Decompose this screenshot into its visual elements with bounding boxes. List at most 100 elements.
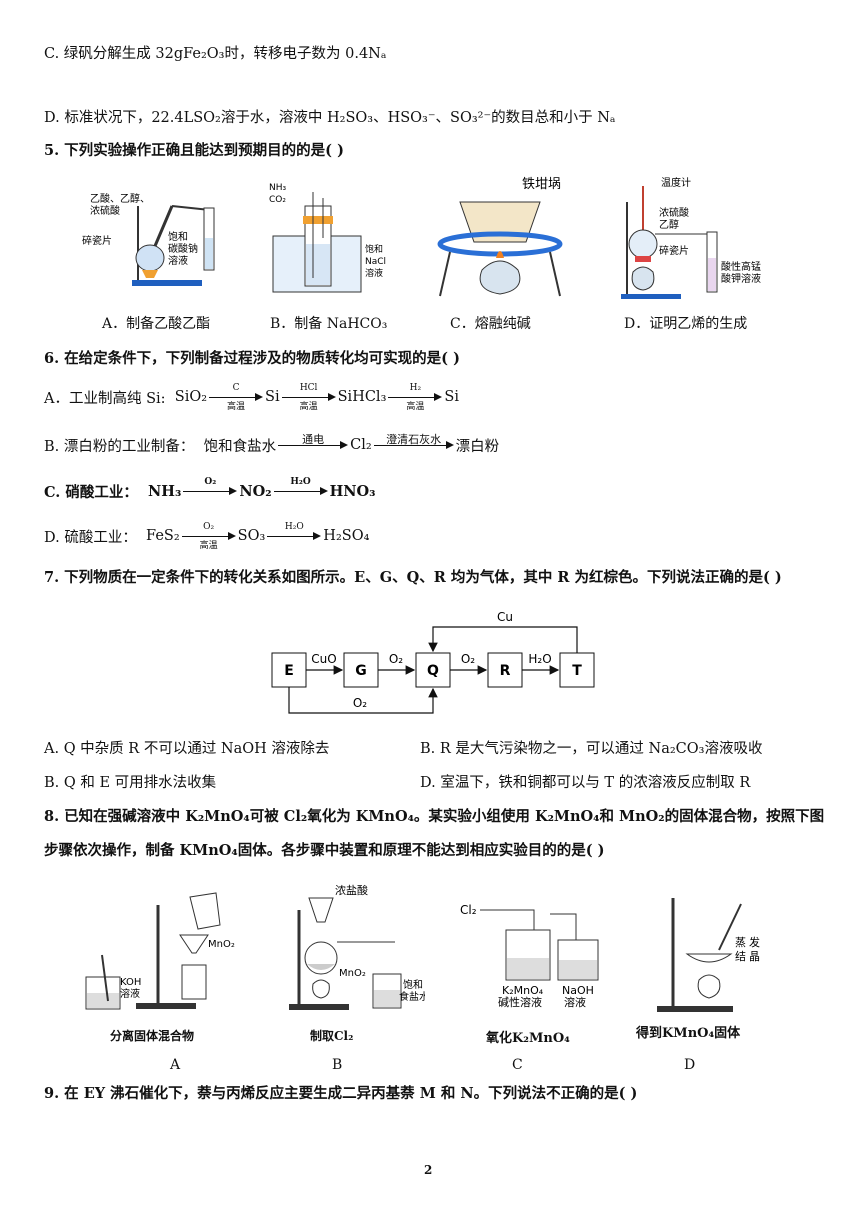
q6b-s1: 饱和食盐水 [203,438,277,455]
question-6: 6. 在给定条件下，下列制备过程涉及的物质转化均可实现的是( ) [44,350,460,367]
page-number: 2 [424,1163,433,1177]
q6c-s1: NH₃ [148,482,182,500]
label-conc-hcl: 浓盐酸 [335,883,368,897]
question-8-line-2: 步骤依次操作，制备 KMnO₄固体。各步骤中装置和原理不能达到相应实验目的的是(… [44,842,605,859]
svg-text:O₂: O₂ [461,652,475,666]
label-acidic-kmno4-2: 酸钾溶液 [721,272,761,285]
q8-caption-a: 分离固体混合物 [110,1029,195,1043]
q6d-s2: SO₃ [237,528,266,544]
q6d-prefix: D. 硫酸工业： [44,529,137,546]
label-c-solution: 溶液 [564,995,586,1009]
label-b-saturated: 饱和 [365,243,383,255]
label-evap-4: 晶 [749,950,760,963]
label-sodium-carbonate: 碳酸钠 [168,242,198,255]
q8-letter-a: A [170,1057,181,1073]
label-k2mno4: K₂MnO₄ [502,984,544,997]
question-9: 9. 在 EY 沸石催化下，萘与丙烯反应主要生成二异丙基萘 M 和 N。下列说法… [44,1085,638,1102]
question-8-line-1: 8. 已知在强碱溶液中 K₂MnO₄可被 Cl₂氧化为 KMnO₄。某实验小组使… [44,808,825,825]
question-7: 7. 下列物质在一定条件下的转化关系如图所示。E、G、Q、R 均为气体，其中 R… [44,569,782,586]
q6a-prefix: A．工业制高纯 Si: [44,390,166,407]
q8-caption-c: 氧化K₂MnO₄ [486,1031,570,1046]
q5-caption-a: A．制备乙酸乙酯 [102,316,211,332]
label-d-porcelain: 碎瓷片 [659,244,689,257]
label-koh: KOH [120,977,141,988]
q8-letter-b: B [332,1057,343,1073]
q5-apparatus-a: 乙酸、乙醇、 浓硫酸 碎瓷片 饱和 碳酸钠 溶液 [82,192,215,286]
svg-text:T: T [572,663,582,679]
label-a-solution: 溶液 [120,987,140,1000]
q8-apparatus-c: Cl₂ K₂MnO₄ 碱性溶液 NaOH 溶液 [460,903,599,1009]
q8-caption-b: 制取Cl₂ [310,1029,354,1043]
label-b-solution: 溶液 [365,267,383,279]
q6b-arrow-2: 澄清石灰水 [373,433,454,456]
q6b-prefix: B. 漂白粉的工业制备： [44,438,195,455]
question-5: 5. 下列实验操作正确且能达到预期目的的是( ) [44,142,344,159]
q6-option-c: C. 硝酸工业： NH₃ O₂ NO₂ H₂O HNO₃ [44,477,376,502]
q6a-s3: SiHCl₃ [337,389,387,405]
label-d-conc-sulfuric: 浓硫酸 [659,206,689,219]
label-conc-sulfuric: 浓硫酸 [90,204,120,217]
q6c-s3: HNO₃ [329,482,376,500]
q8-apparatus-a: MnO₂ KOH 溶液 [85,892,235,1010]
svg-text:O₂: O₂ [353,696,367,710]
label-iron-crucible: 铁坩埚 [522,177,561,192]
q8-letter-c: C [512,1057,523,1073]
q8-letter-d: D [684,1057,696,1073]
label-solution: 溶液 [168,254,188,267]
svg-text:Q: Q [427,663,439,679]
q6d-s1: FeS₂ [146,528,180,544]
svg-text:CuO: CuO [311,652,336,666]
q5-apparatus-b: NH₃ CO₂ 饱和 NaCl 溶液 [269,183,386,293]
q6a-s1: SiO₂ [174,389,208,405]
q6b-arrow-1: 通电 [278,433,349,456]
label-co2: CO₂ [269,195,286,205]
q6d-arrow-2: H₂O [267,522,322,547]
label-thermometer: 温度计 [661,176,691,189]
label-evap-2: 发 [749,935,760,949]
svg-text:O₂: O₂ [389,652,403,666]
label-alkaline: 碱性溶液 [498,995,542,1009]
box-g [343,652,379,688]
svg-text:R: R [500,663,511,679]
q8-caption-d: 得到KMnO₄固体 [636,1026,741,1041]
q6a-s2: Si [265,389,280,405]
label-nacl: NaCl [365,257,386,267]
q6b-s3: 漂白粉 [455,438,500,455]
label-saturated: 饱和 [168,231,188,243]
option-c-line: C. 绿矾分解生成 32gFe₂O₃时，转移电子数为 0.4Nₐ [44,46,387,62]
q6b-s2: Cl₂ [350,437,372,453]
q6a-s4: Si [444,389,459,405]
q5-apparatus-d: 温度计 浓硫酸 乙醇 碎瓷片 酸性高锰 酸钾溶液 [621,176,761,299]
label-cl2: Cl₂ [460,903,477,917]
q7-option-b: B. R 是大气污染物之一，可以通过 Na₂CO₃溶液吸收 [420,741,763,757]
box-t [559,652,595,688]
q8-apparatus-b: 浓盐酸 MnO₂ 饱和 食盐水 [289,883,425,1010]
option-d-line: D. 标准状况下，22.4LSO₂溶于水，溶液中 H₂SO₃、HSO₃⁻、SO₃… [44,110,616,126]
label-acid-alcohol: 乙酸、乙醇、 [90,192,150,205]
label-porcelain: 碎瓷片 [82,234,112,247]
label-acidic-kmno4-1: 酸性高锰 [721,260,761,273]
svg-text:E: E [284,663,294,679]
label-evap-3: 结 [735,950,746,963]
label-b-mno2: MnO₂ [339,968,366,979]
svg-text:G: G [355,663,367,679]
q8-apparatus-d: 蒸 发 结 晶 [657,898,760,1012]
svg-text:H₂O: H₂O [528,652,551,666]
label-evap-1: 蒸 [735,936,746,949]
label-brine: 食盐水 [399,990,425,1003]
q6c-prefix: C. 硝酸工业： [44,483,138,501]
label-b-saturated: 饱和 [403,979,423,991]
q5-caption-c: C．熔融纯碱 [450,316,531,332]
q6c-arrow-1: O₂ [183,477,238,502]
q7-option-a: A. Q 中杂质 R 不可以通过 NaOH 溶液除去 [44,741,330,757]
q6c-s2: NO₂ [239,482,272,500]
label-naoh: NaOH [562,984,594,997]
q7-option-c: B. Q 和 E 可用排水法收集 [44,775,217,791]
q7-option-d: D. 室温下，铁和铜都可以与 T 的浓溶液反应制取 R [420,775,751,791]
label-nh3: NH₃ [269,183,287,193]
